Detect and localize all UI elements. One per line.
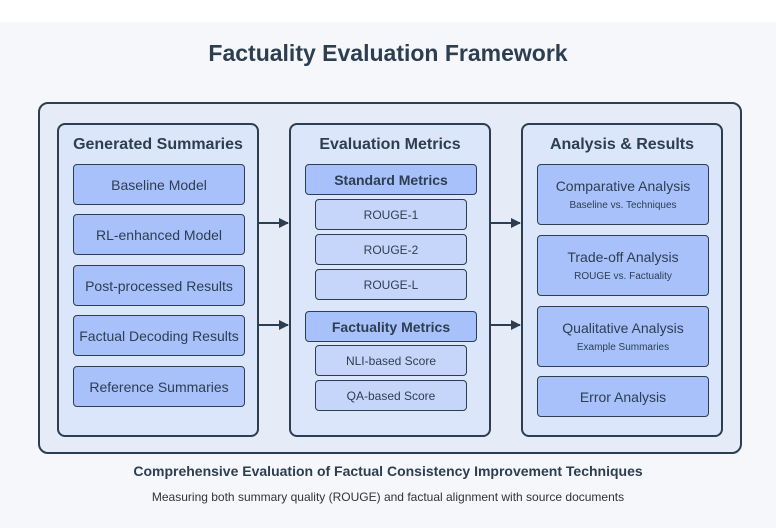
baseline-model-box: Baseline Model	[73, 164, 245, 205]
qualitative-analysis-sublabel: Example Summaries	[576, 342, 670, 353]
reference-summaries-box: Reference Summaries	[73, 366, 245, 407]
factual-decoding-results-label: Factual Decoding Results	[79, 327, 239, 344]
comparative-analysis-box: Comparative Analysis Baseline vs. Techni…	[537, 164, 709, 225]
trade-off-analysis-label: Trade-off Analysis	[567, 249, 679, 265]
qualitative-analysis-label: Qualitative Analysis	[562, 320, 684, 336]
post-processed-results-box: Post-processed Results	[73, 265, 245, 306]
trade-off-analysis-sublabel: ROUGE vs. Factuality	[574, 271, 672, 282]
comparative-analysis-sublabel: Baseline vs. Techniques	[569, 200, 677, 211]
analysis-results-title: Analysis & Results	[549, 136, 695, 153]
error-analysis-box: Error Analysis	[537, 376, 709, 417]
rouge-2-box: ROUGE-2	[315, 234, 467, 265]
generated-summaries-panel: Generated Summaries Baseline Model RL-en…	[57, 123, 259, 437]
factual-decoding-results-box: Factual Decoding Results	[73, 315, 245, 356]
standard-metrics-header: Standard Metrics	[305, 164, 477, 195]
post-processed-results-label: Post-processed Results	[85, 277, 233, 294]
error-analysis-label: Error Analysis	[579, 388, 667, 405]
reference-summaries-label: Reference Summaries	[89, 378, 229, 395]
rouge-l-box: ROUGE-L	[315, 269, 467, 300]
qa-based-score-box: QA-based Score	[315, 380, 467, 411]
comparative-analysis-label: Comparative Analysis	[555, 178, 691, 194]
analysis-results-panel: Analysis & Results Comparative Analysis …	[521, 123, 723, 437]
factuality-metrics-header: Factuality Metrics	[305, 311, 477, 342]
trade-off-analysis-box: Trade-off Analysis ROUGE vs. Factuality	[537, 235, 709, 296]
evaluation-metrics-panel: Evaluation Metrics Standard Metrics ROUG…	[289, 123, 491, 437]
rl-enhanced-model-box: RL-enhanced Model	[73, 214, 245, 255]
rouge-1-box: ROUGE-1	[315, 199, 467, 230]
caption-title: Comprehensive Evaluation of Factual Cons…	[133, 463, 643, 479]
baseline-model-label: Baseline Model	[111, 176, 207, 193]
generated-summaries-title: Generated Summaries	[73, 136, 243, 153]
evaluation-metrics-title: Evaluation Metrics	[319, 136, 461, 153]
qualitative-analysis-box: Qualitative Analysis Example Summaries	[537, 306, 709, 367]
caption-subtitle: Measuring both summary quality (ROUGE) a…	[151, 490, 625, 504]
nli-based-score-box: NLI-based Score	[315, 345, 467, 376]
rl-enhanced-model-label: RL-enhanced Model	[95, 226, 223, 243]
diagram-title: Factuality Evaluation Framework	[208, 40, 568, 66]
